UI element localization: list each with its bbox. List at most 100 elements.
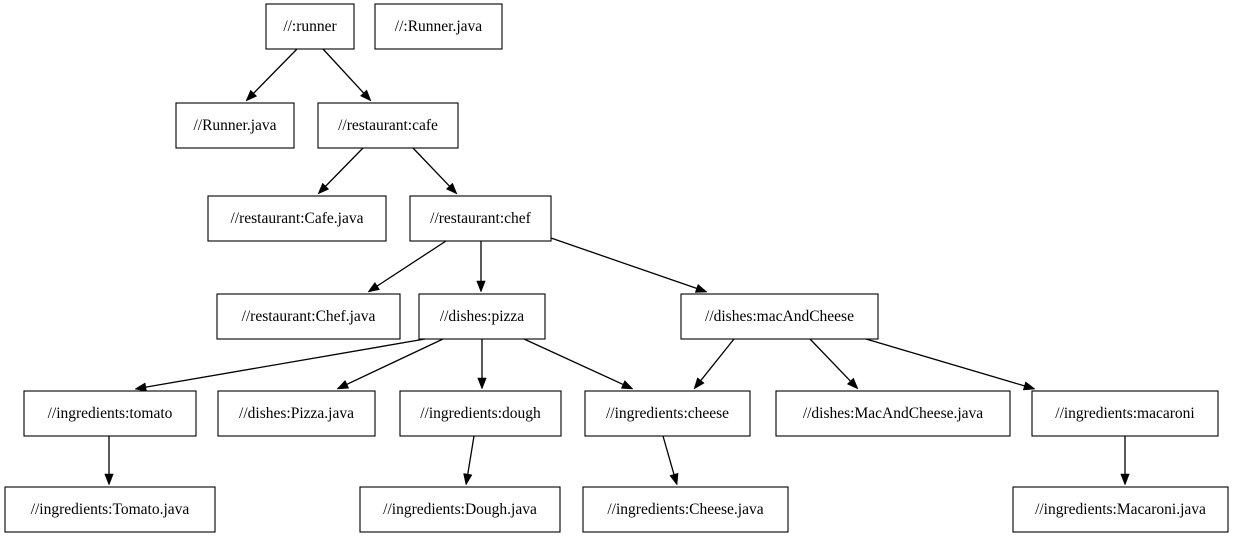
nodes-layer: //:runner //:Runner.java //Runner.java //re… bbox=[4, 3, 1229, 533]
graph-edge bbox=[245, 48, 298, 102]
graph-edge bbox=[662, 435, 679, 486]
graph-edge bbox=[809, 338, 859, 390]
graph-node-ingredients-cheese-java[interactable]: //ingredients:Cheese.java bbox=[582, 486, 789, 533]
node-box[interactable] bbox=[207, 195, 387, 242]
node-box[interactable] bbox=[584, 390, 751, 437]
node-box[interactable] bbox=[23, 390, 197, 437]
node-box[interactable] bbox=[582, 486, 789, 533]
arrowhead-icon bbox=[317, 182, 330, 195]
arrowhead-icon bbox=[445, 182, 458, 195]
node-box[interactable] bbox=[265, 3, 355, 50]
node-label: //restaurant:chef bbox=[430, 210, 532, 227]
graph-node-ingredients-macaroni-java[interactable]: //ingredients:Macaroni.java bbox=[1012, 486, 1229, 533]
edge-shaft bbox=[346, 338, 444, 385]
edge-shaft bbox=[550, 237, 697, 290]
node-box[interactable] bbox=[317, 102, 459, 149]
node-label: //dishes:macAndCheese bbox=[705, 308, 854, 325]
node-label: //:runner bbox=[283, 18, 337, 35]
graph-node-runner[interactable]: //:runner bbox=[265, 3, 355, 50]
graph-node-ingredients-tomato-java[interactable]: //ingredients:Tomato.java bbox=[4, 486, 216, 533]
node-label: //dishes:Pizza.java bbox=[239, 405, 354, 422]
graph-node-dishes-pizza[interactable]: //dishes:pizza bbox=[418, 293, 546, 340]
graph-edge bbox=[104, 436, 114, 486]
graph-node-dishes-pizza-java[interactable]: //dishes:Pizza.java bbox=[217, 390, 376, 437]
arrowhead-icon bbox=[367, 281, 380, 293]
node-label: //Runner.java bbox=[193, 117, 276, 134]
node-label: //ingredients:Cheese.java bbox=[607, 501, 763, 518]
graph-edge bbox=[463, 435, 475, 486]
node-label: //restaurant:Chef.java bbox=[242, 308, 376, 325]
edge-shaft bbox=[809, 338, 851, 382]
node-label: //ingredients:macaroni bbox=[1055, 405, 1195, 422]
node-box[interactable] bbox=[399, 390, 562, 437]
node-box[interactable] bbox=[1031, 390, 1219, 437]
graph-node-ingredients-cheese[interactable]: //ingredients:cheese bbox=[584, 390, 751, 437]
graph-node-restaurant-chef[interactable]: //restaurant:chef bbox=[409, 195, 552, 242]
graph-node-restaurant-cafe-java[interactable]: //restaurant:Cafe.java bbox=[207, 195, 387, 242]
arrowhead-icon bbox=[1022, 381, 1036, 391]
arrowhead-icon bbox=[336, 379, 350, 390]
arrowhead-icon bbox=[1120, 473, 1130, 486]
graph-edge bbox=[317, 147, 364, 195]
graph-node-dishes-macandcheese-java[interactable]: //dishes:MacAndCheese.java bbox=[775, 390, 1011, 437]
graph-edge bbox=[550, 237, 708, 293]
graph-edge bbox=[476, 241, 486, 293]
arrowhead-icon bbox=[846, 377, 859, 390]
node-box[interactable] bbox=[217, 390, 376, 437]
edge-shaft bbox=[865, 338, 1025, 387]
graph-node-dishes-macandcheese[interactable]: //dishes:macAndCheese bbox=[680, 293, 879, 340]
graph-edge bbox=[477, 339, 487, 390]
edge-shaft bbox=[412, 147, 450, 187]
node-box[interactable] bbox=[1012, 486, 1229, 533]
edges-layer bbox=[104, 48, 1130, 486]
graph-node-restaurant-cafe[interactable]: //restaurant:cafe bbox=[317, 102, 459, 149]
graph-edge bbox=[336, 338, 444, 390]
edge-shaft bbox=[145, 338, 426, 388]
node-label: //ingredients:Tomato.java bbox=[31, 501, 190, 518]
graph-node-ingredients-dough[interactable]: //ingredients:dough bbox=[399, 390, 562, 437]
node-box[interactable] bbox=[359, 486, 561, 533]
arrowhead-icon bbox=[463, 473, 473, 486]
graph-node-root-runner-java[interactable]: //:Runner.java bbox=[374, 3, 503, 50]
node-label: //:Runner.java bbox=[395, 18, 483, 35]
node-label: //dishes:MacAndCheese.java bbox=[803, 405, 983, 422]
arrowhead-icon bbox=[620, 380, 634, 390]
arrowhead-icon bbox=[245, 89, 258, 102]
arrowhead-icon bbox=[477, 377, 487, 390]
edge-shaft bbox=[376, 240, 447, 287]
arrowhead-icon bbox=[476, 280, 486, 293]
edge-shaft bbox=[253, 48, 298, 94]
node-box[interactable] bbox=[175, 102, 295, 149]
node-box[interactable] bbox=[4, 486, 216, 533]
node-label: //restaurant:cafe bbox=[338, 117, 438, 134]
node-box[interactable] bbox=[418, 293, 546, 340]
node-label: //dishes:pizza bbox=[440, 308, 524, 325]
graph-edge bbox=[1120, 436, 1130, 486]
node-box[interactable] bbox=[680, 293, 879, 340]
arrowhead-icon bbox=[669, 472, 679, 486]
graph-edge bbox=[367, 240, 447, 293]
node-label: //restaurant:Cafe.java bbox=[231, 210, 364, 227]
graph-edge bbox=[134, 338, 426, 392]
edge-shaft bbox=[467, 435, 475, 475]
graph-edge bbox=[523, 338, 634, 390]
graph-node-restaurant-chef-java[interactable]: //restaurant:Chef.java bbox=[216, 293, 401, 340]
node-label: //ingredients:dough bbox=[420, 405, 541, 422]
node-box[interactable] bbox=[409, 195, 552, 242]
node-box[interactable] bbox=[374, 3, 503, 50]
node-box[interactable] bbox=[775, 390, 1011, 437]
arrowhead-icon bbox=[694, 283, 708, 293]
edge-shaft bbox=[662, 435, 675, 475]
arrowhead-icon bbox=[359, 89, 372, 102]
edge-shaft bbox=[700, 338, 735, 381]
graph-edge bbox=[322, 48, 372, 102]
graph-node-runner-java[interactable]: //Runner.java bbox=[175, 102, 295, 149]
graph-node-ingredients-macaroni[interactable]: //ingredients:macaroni bbox=[1031, 390, 1219, 437]
node-label: //ingredients:tomato bbox=[48, 405, 173, 422]
node-label: //ingredients:Dough.java bbox=[383, 501, 537, 518]
node-box[interactable] bbox=[216, 293, 401, 340]
graph-node-ingredients-dough-java[interactable]: //ingredients:Dough.java bbox=[359, 486, 561, 533]
graph-node-ingredients-tomato[interactable]: //ingredients:tomato bbox=[23, 390, 197, 437]
